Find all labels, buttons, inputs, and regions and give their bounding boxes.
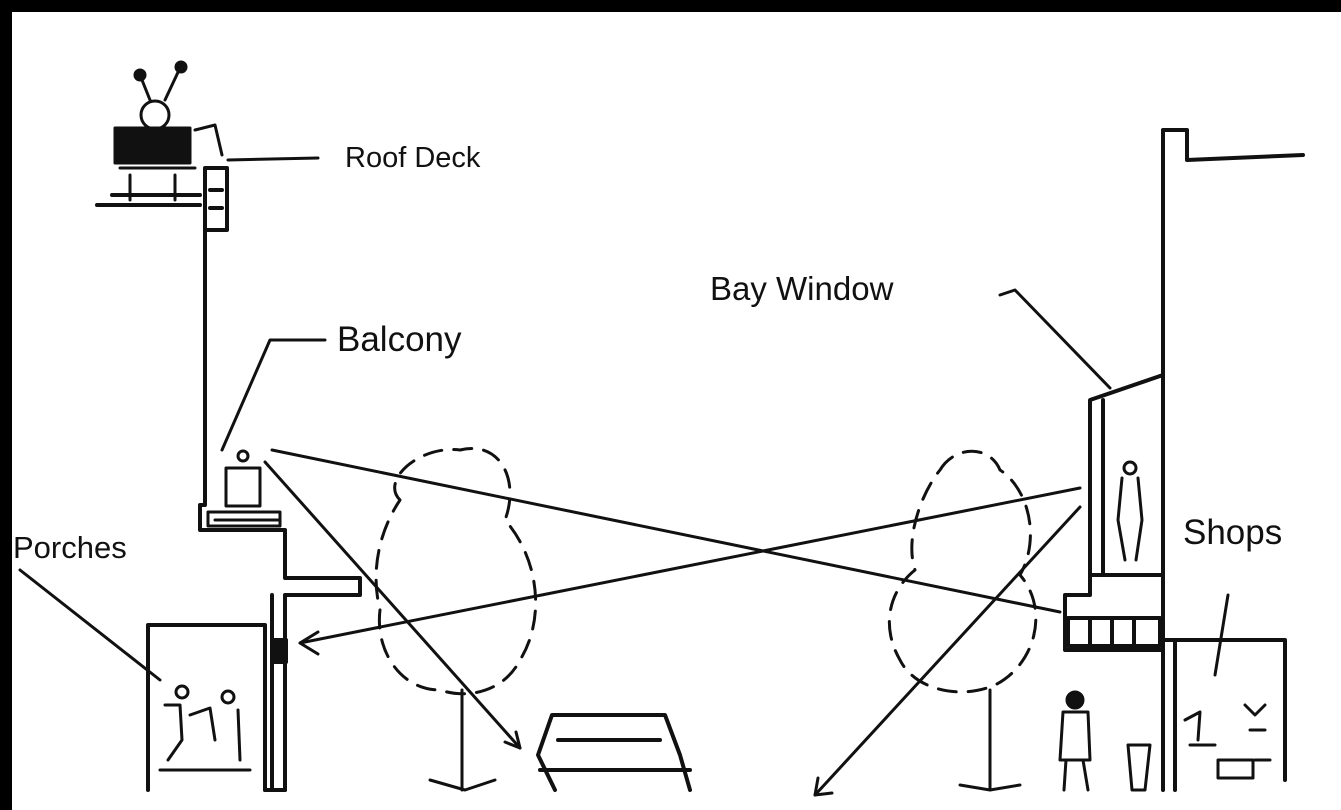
roof-deck-label: Roof Deck — [345, 144, 480, 173]
car — [538, 715, 690, 790]
sight-lines — [265, 450, 1080, 795]
left-building — [97, 168, 360, 790]
leader-lines — [20, 158, 1228, 680]
pedestrian — [1060, 692, 1150, 790]
balcony-figure — [208, 451, 280, 526]
right-building — [1065, 130, 1303, 790]
bay-window-label: Bay Window — [710, 272, 893, 305]
porch — [148, 625, 285, 790]
balcony-label: Balcony — [337, 322, 462, 357]
shops-label: Shops — [1183, 515, 1282, 550]
porches-label: Porches — [13, 532, 127, 563]
shop-figures — [1185, 705, 1270, 778]
